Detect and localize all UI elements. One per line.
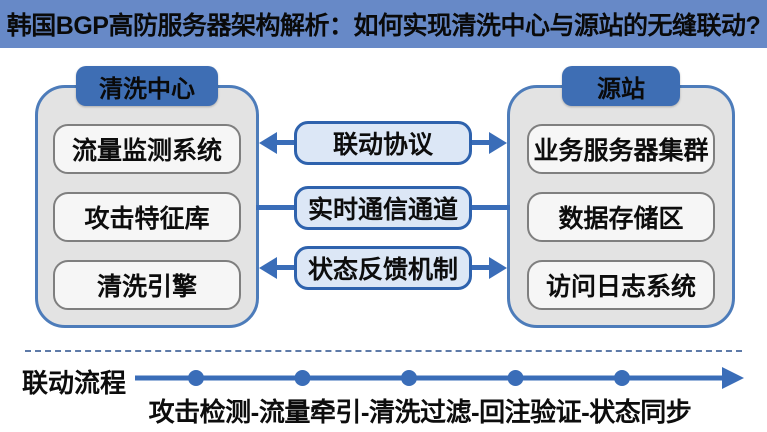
cleaning-center-header: 清洗中心	[76, 66, 218, 106]
connector-line	[471, 265, 491, 270]
connector-pill-status-feedback: 状态反馈机制	[294, 246, 472, 290]
origin-site-header: 源站	[562, 66, 680, 106]
node-business-server-cluster: 业务服务器集群	[527, 124, 715, 174]
origin-site-panel: 业务服务器集群 数据存储区 访问日志系统	[507, 85, 735, 328]
connector-pill-realtime-channel: 实时通信通道	[294, 186, 472, 230]
node-cleaning-engine: 清洗引擎	[53, 260, 241, 310]
connector-line	[275, 265, 295, 270]
flow-label: 联动流程	[22, 368, 127, 398]
node-attack-signature-db: 攻击特征库	[53, 192, 241, 242]
connector-line	[256, 205, 295, 210]
connector-line	[275, 140, 295, 145]
connector-line	[471, 205, 510, 210]
timeline-svg	[135, 367, 744, 389]
node-access-log-system: 访问日志系统	[527, 260, 715, 310]
origin-site-header-label: 源站	[597, 75, 645, 103]
node-label: 流量监测系统	[71, 137, 222, 165]
arrow-right-icon	[489, 132, 507, 154]
node-label: 攻击特征库	[84, 205, 210, 233]
arrow-left-icon	[259, 132, 277, 154]
flow-steps-text: 攻击检测-流量牵引-清洗过滤-回注验证-状态同步	[148, 397, 692, 427]
timeline-dot	[614, 370, 630, 386]
node-label: 数据存储区	[558, 205, 684, 233]
pill-label: 状态反馈机制	[307, 256, 458, 284]
arrow-left-icon	[259, 257, 277, 279]
pill-label: 联动协议	[332, 131, 433, 159]
node-data-storage: 数据存储区	[527, 192, 715, 242]
timeline-dot	[294, 370, 311, 386]
dashed-divider	[25, 350, 742, 352]
timeline-dot	[401, 370, 417, 386]
pill-label: 实时通信通道	[307, 196, 458, 224]
arrow-right-icon	[489, 257, 507, 279]
cleaning-center-panel: 流量监测系统 攻击特征库 清洗引擎	[35, 85, 259, 328]
node-traffic-monitoring: 流量监测系统	[53, 124, 241, 174]
connector-line	[471, 140, 491, 145]
node-label: 业务服务器集群	[533, 137, 709, 165]
connector-pill-linkage-protocol: 联动协议	[294, 121, 472, 165]
timeline-dot	[188, 370, 204, 386]
page-title: 韩国BGP高防服务器架构解析：如何实现清洗中心与源站的无缝联动?	[6, 12, 761, 40]
cleaning-center-header-label: 清洗中心	[99, 75, 195, 103]
timeline-arrowhead-icon	[722, 367, 744, 389]
timeline-dot	[507, 370, 524, 386]
node-label: 清洗引擎	[96, 273, 197, 301]
node-label: 访问日志系统	[545, 273, 696, 301]
title-bar: 韩国BGP高防服务器架构解析：如何实现清洗中心与源站的无缝联动?	[0, 0, 767, 48]
